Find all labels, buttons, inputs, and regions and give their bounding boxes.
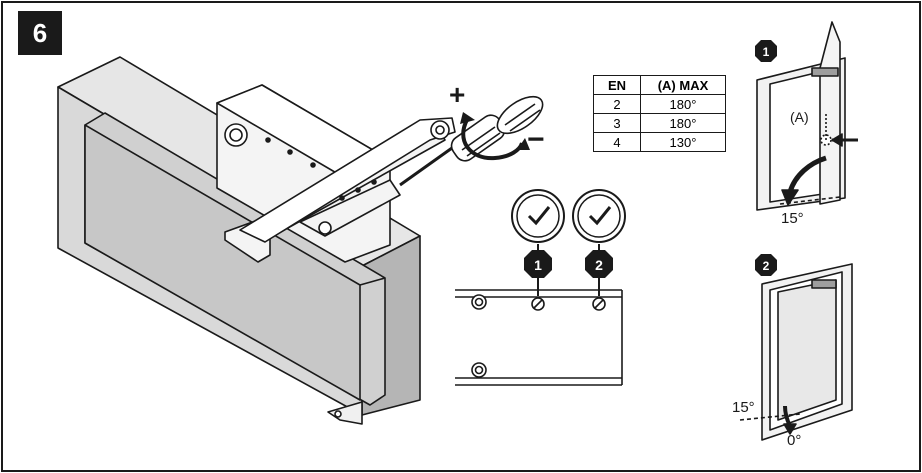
clock-icon — [511, 189, 565, 243]
table-cell: 130° — [640, 132, 726, 152]
table-row: 3 180° — [593, 113, 726, 133]
valve-badge-1: 1 — [524, 250, 552, 278]
door-closer-icon — [216, 84, 456, 263]
svg-text:1: 1 — [534, 257, 542, 273]
minus-sign: − — [527, 123, 545, 156]
panel-2-badge: 2 — [755, 254, 777, 276]
svg-text:2: 2 — [595, 257, 603, 273]
svg-text:2: 2 — [763, 259, 770, 273]
table-cell: 180° — [640, 113, 726, 133]
panel-2-angle-end: 0° — [787, 432, 801, 449]
angle-table: EN (A) MAX 2 180° 3 180° 4 130° — [593, 75, 726, 152]
screwdriver-icon — [399, 95, 544, 187]
panel-2-angle-start: 15° — [732, 399, 755, 416]
panel-1-door — [756, 21, 858, 211]
svg-text:1: 1 — [763, 45, 770, 59]
panel-1-angle-value: 15° — [781, 210, 804, 227]
valve-detail — [455, 244, 623, 386]
panel-1-badge: 1 — [755, 40, 777, 62]
rotate-arrow-icon — [460, 112, 530, 161]
panel-1-angle-label: (A) — [790, 109, 809, 125]
panel-2-door — [739, 263, 853, 441]
table-cell: 4 — [593, 132, 641, 152]
table-header-row: EN (A) MAX — [593, 75, 726, 95]
clock-icon — [572, 189, 626, 243]
table-row: 2 180° — [593, 94, 726, 114]
table-cell: 3 — [593, 113, 641, 133]
valve-badge-2: 2 — [585, 250, 613, 278]
table-row: 4 130° — [593, 132, 726, 152]
step-number-badge: 6 — [18, 11, 62, 55]
table-header-cell: EN — [593, 75, 641, 95]
table-header-cell: (A) MAX — [640, 75, 726, 95]
table-cell: 180° — [640, 94, 726, 114]
table-cell: 2 — [593, 94, 641, 114]
plus-sign: + — [449, 79, 465, 110]
